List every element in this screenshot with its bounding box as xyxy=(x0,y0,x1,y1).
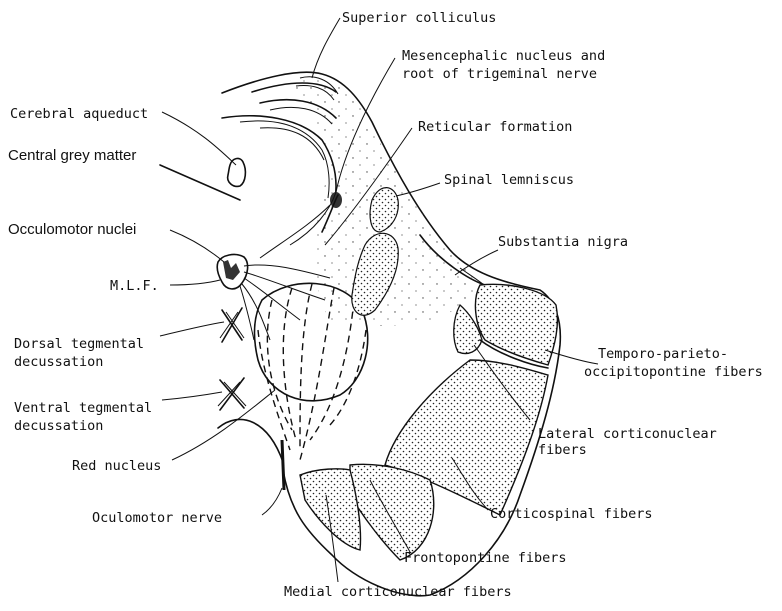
ventral-tegmental-decussation-mark xyxy=(217,377,247,411)
label-reticular-formation: Reticular formation xyxy=(418,119,572,135)
leader-lines xyxy=(159,17,599,583)
label-oculomotor-nerve: Oculomotor nerve xyxy=(92,510,222,526)
label-lateral-corticonuclear-line1: Lateral corticonuclear xyxy=(538,426,717,442)
label-dorsal-tegmental-line1: Dorsal tegmental xyxy=(14,336,144,352)
lateral-corticonuclear-region xyxy=(453,303,483,355)
label-ventral-tegmental-line1: Ventral tegmental xyxy=(14,400,152,416)
dorsal-tegmental-decussation-mark xyxy=(219,307,245,343)
label-ventral-tegmental-line2: decussation xyxy=(14,418,103,434)
mesencephalic-nucleus-shape xyxy=(259,191,342,259)
red-nucleus-shape xyxy=(253,282,369,461)
label-corticospinal-fibers: Corticospinal fibers xyxy=(490,506,653,522)
label-central-grey-matter: Central grey matter xyxy=(8,147,136,164)
oculomotor-nuclei-shape xyxy=(216,253,249,290)
frontopontine-region xyxy=(349,463,435,561)
label-mesencephalic-line2: root of trigeminal nerve xyxy=(402,66,597,82)
label-medial-corticonuclear-fibers: Medial corticonuclear fibers xyxy=(284,584,512,600)
label-occulomotor-nuclei: Occulomotor nuclei xyxy=(8,221,136,238)
label-temporo-line2: occipitopontine fibers xyxy=(584,364,763,380)
label-mesencephalic-line1: Mesencephalic nucleus and xyxy=(402,48,605,64)
medial-corticonuclear-region xyxy=(299,468,362,551)
label-substantia-nigra: Substantia nigra xyxy=(498,234,628,250)
label-spinal-lemniscus: Spinal lemniscus xyxy=(444,172,574,188)
temporo-parieto-occipitopontine-region xyxy=(474,283,559,366)
medial-lemniscus-shape xyxy=(351,232,399,316)
label-superior-colliculus: Superior colliculus xyxy=(342,10,496,26)
labels: Superior colliculus Mesencephalic nucleu… xyxy=(8,10,763,600)
oculomotor-nerve-shape xyxy=(217,418,286,491)
label-dorsal-tegmental-line2: decussation xyxy=(14,354,103,370)
lateral-edge-lines xyxy=(159,164,339,233)
spinal-lemniscus-shape xyxy=(369,187,399,233)
cerebral-aqueduct-shape xyxy=(226,157,247,188)
crus-cerebri xyxy=(299,283,559,561)
label-red-nucleus: Red nucleus xyxy=(72,458,161,474)
label-temporo-line1: Temporo-parieto- xyxy=(598,346,728,362)
label-frontopontine-fibers: Frontopontine fibers xyxy=(404,550,567,566)
label-mlf: M.L.F. xyxy=(110,278,159,294)
corticospinal-region xyxy=(384,359,549,516)
label-lateral-corticonuclear-line2: fibers xyxy=(538,442,587,458)
label-cerebral-aqueduct: Cerebral aqueduct xyxy=(10,106,148,122)
